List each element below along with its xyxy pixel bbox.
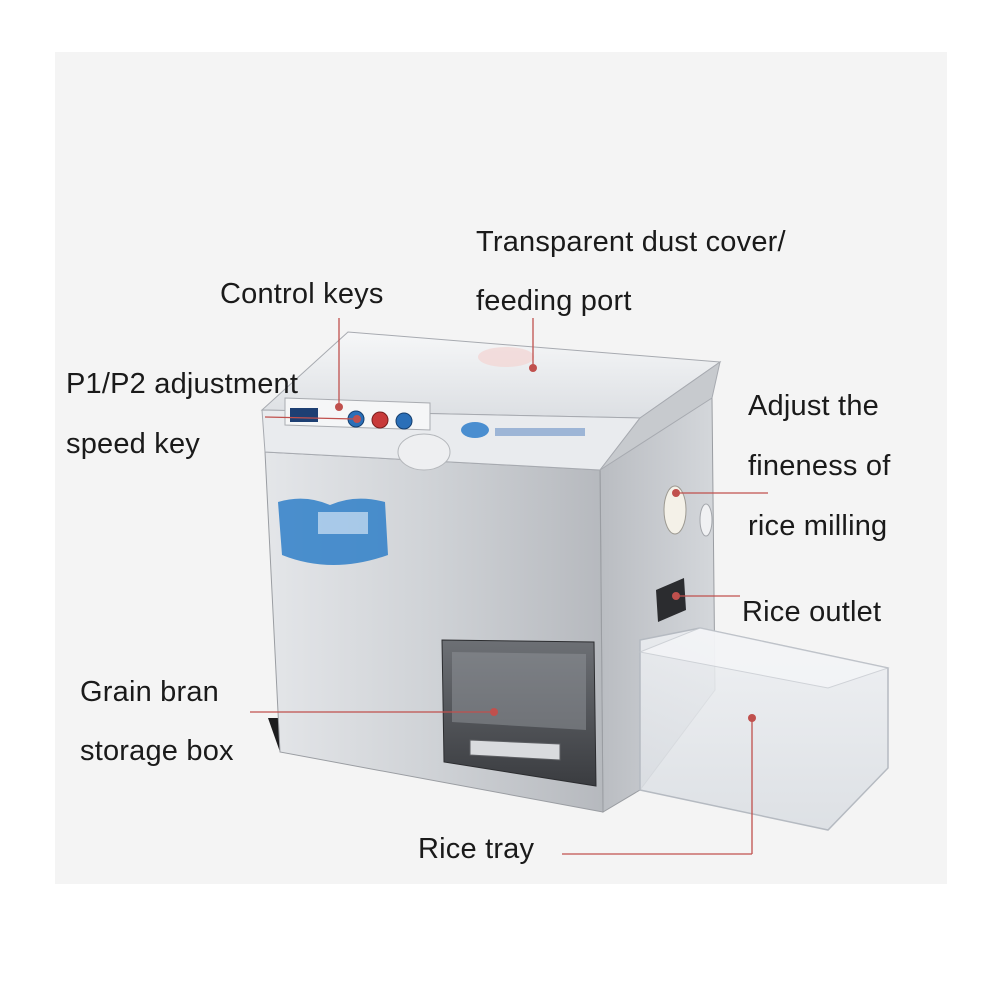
label-p1p2-line1: P1/P2 adjustment <box>66 368 299 400</box>
feeding-port <box>478 347 534 367</box>
button-p2 <box>395 412 413 430</box>
dot-rice-tray <box>748 714 756 722</box>
finger-notch <box>397 433 451 471</box>
dot-bran-box <box>490 708 498 716</box>
label-dust-cover-line1: Transparent dust cover/ <box>476 226 786 258</box>
label-dust-cover-line2: feeding port <box>476 285 632 317</box>
fineness-knob <box>663 485 687 535</box>
display-screen <box>290 408 318 422</box>
brand-badge <box>461 422 489 438</box>
button-speed <box>371 411 389 429</box>
bran-box-handle <box>469 739 561 761</box>
dot-rice-outlet <box>672 592 680 600</box>
dot-control-keys <box>335 403 343 411</box>
bran-box-window <box>452 652 586 730</box>
leader-lines <box>250 318 768 855</box>
leader-dots <box>335 364 756 722</box>
side-vent <box>699 503 713 537</box>
label-fineness-line1: Adjust the <box>748 390 879 422</box>
label-control-keys: Control keys <box>220 278 384 310</box>
leader-p1p2 <box>264 416 357 420</box>
dot-p1p2 <box>353 415 361 423</box>
dot-fineness <box>672 489 680 497</box>
dot-dust-cover <box>529 364 537 372</box>
lid-side-strip <box>599 360 721 471</box>
label-rice-tray: Rice tray <box>418 833 535 865</box>
rice-outlet <box>656 578 686 622</box>
brand-text-strip <box>495 428 585 436</box>
leader-rice-tray <box>562 720 753 855</box>
label-bran-line1: Grain bran <box>80 676 220 708</box>
label-fineness-line2: fineness of <box>748 450 891 482</box>
logo-sticker-label <box>318 512 368 534</box>
rice-tray-inner <box>638 627 890 689</box>
label-fineness-line3: rice milling <box>748 510 888 542</box>
label-p1p2-line2: speed key <box>66 428 200 460</box>
label-rice-outlet: Rice outlet <box>742 596 882 628</box>
label-bran-line2: storage box <box>80 735 234 767</box>
